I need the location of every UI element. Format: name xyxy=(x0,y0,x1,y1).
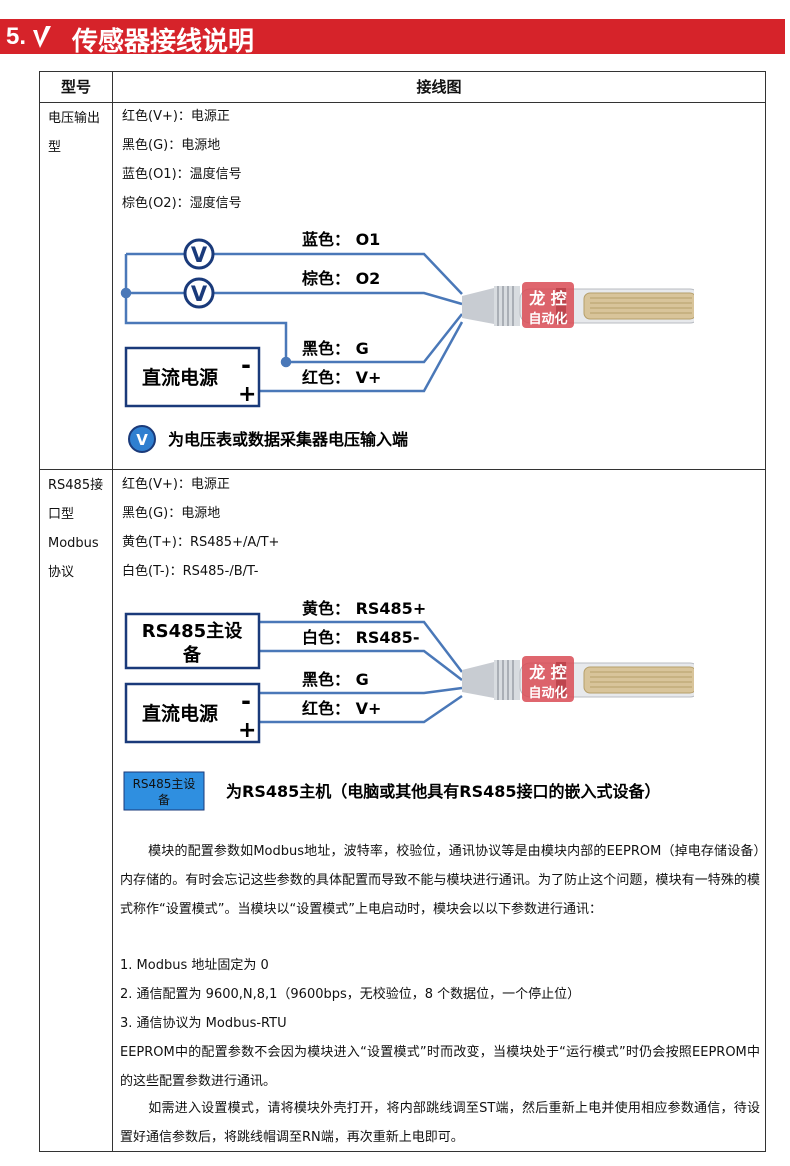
master-line2: 备 xyxy=(182,644,202,666)
section-title: 传感器接线说明 xyxy=(72,27,255,57)
voltmeter-icon xyxy=(183,238,215,270)
section-number: 5. xyxy=(6,23,27,50)
legend-text: 为电压表或数据采集器电压输入端 xyxy=(168,430,408,449)
wire-line: 黄色(T+)：RS485+/A/T+ xyxy=(122,535,280,550)
note-item-2: 2. 通信配置为 9600,N,8,1（9600bps，无校验位，8 个数据位，… xyxy=(120,987,581,1002)
note-paragraph-1: 模块的配置参数如Modbus地址，波特率，校验位，通讯协议等是由模块内部的EEP… xyxy=(120,844,760,917)
header-divider xyxy=(40,102,765,103)
brand-logo-bottom: 自动化 xyxy=(528,685,567,701)
psu-label: 直流电源 xyxy=(142,702,218,725)
sensor-probe-icon xyxy=(462,282,694,328)
wire-line: 白色(T-)：RS485-/B/T- xyxy=(122,564,259,579)
header-diagram: 接线图 xyxy=(416,78,462,96)
model-rs485-line: RS485接 xyxy=(48,478,104,493)
brand-logo-bottom: 自动化 xyxy=(528,311,567,327)
label-black: 黑色： G xyxy=(302,670,369,689)
label-white: 白色： RS485- xyxy=(302,628,419,647)
psu-label: 直流电源 xyxy=(142,366,218,389)
note-paragraph-2: EEPROM中的配置参数不会因为模块进入“设置模式”时而改变，当模块处于“运行模… xyxy=(120,1045,760,1089)
label-blue: 蓝色： O1 xyxy=(302,230,380,249)
model-rs485-line: 口型 xyxy=(48,507,75,522)
legend-master-box xyxy=(123,771,205,811)
brand-logo-top: 龙 控 xyxy=(528,663,567,682)
wire-line: 红色(V+)：电源正 xyxy=(122,477,230,492)
check-mark-icon xyxy=(33,26,51,48)
label-red: 红色： V+ xyxy=(302,699,381,718)
model-rs485-line: 协议 xyxy=(48,565,75,580)
wire-line: 红色(V+)：电源正 xyxy=(122,109,230,124)
psu-minus: - xyxy=(241,687,251,715)
label-black: 黑色： G xyxy=(302,339,369,358)
sensor-probe-icon xyxy=(462,656,694,702)
voltmeter-icon xyxy=(183,277,215,309)
legend-symbol: V xyxy=(136,431,148,449)
psu-plus: + xyxy=(238,382,256,407)
legend-voltmeter-icon xyxy=(128,425,156,453)
legend-text: 为RS485主机（电脑或其他具有RS485接口的嵌入式设备） xyxy=(226,782,661,801)
wire-line: 黑色(G)：电源地 xyxy=(122,506,221,521)
section-banner: 5. 传感器接线说明 xyxy=(0,19,785,57)
row-divider xyxy=(40,469,765,470)
psu-plus: + xyxy=(238,718,256,743)
power-supply-box xyxy=(124,682,261,744)
note-paragraph-3: 如需进入设置模式，请将模块外壳打开，将内部跳线调至ST端，然后重新上电并使用相应… xyxy=(120,1101,760,1145)
label-red: 红色： V+ xyxy=(302,368,381,387)
label-brown: 棕色： O2 xyxy=(302,269,380,288)
note-item-1: 1. Modbus 地址固定为 0 xyxy=(120,958,269,973)
wiring-table: 型号 接线图 电压输出型 红色(V+)：电源正 黑色(G)：电源地 蓝色(O1)… xyxy=(39,71,766,1152)
note-item-3: 3. 通信协议为 Modbus-RTU xyxy=(120,1016,287,1031)
legend-box-line1: RS485主设 xyxy=(133,777,196,791)
header-model: 型号 xyxy=(60,78,91,96)
master-line1: RS485主设 xyxy=(142,620,242,642)
brand-logo-top: 龙 控 xyxy=(528,289,567,308)
wire-line: 蓝色(O1)：温度信号 xyxy=(122,167,242,182)
column-divider xyxy=(112,72,113,1151)
legend-box-line2: 备 xyxy=(158,793,170,807)
wire-line: 黑色(G)：电源地 xyxy=(122,138,221,153)
power-supply-box xyxy=(124,346,261,408)
wire-line: 棕色(O2)：湿度信号 xyxy=(122,196,242,211)
psu-minus: - xyxy=(241,351,251,379)
label-yellow: 黄色： RS485+ xyxy=(302,599,426,618)
model-rs485-line: Modbus xyxy=(48,536,99,551)
rs485-master-box xyxy=(124,612,261,670)
voltage-wiring-diagram: V V 蓝色： O1 棕色： O2 黑色： G 红色： V+ 直流电源 - + xyxy=(120,230,694,453)
meter-symbol: V xyxy=(191,243,208,267)
model-voltage: 电压输出型 xyxy=(48,111,101,155)
meter-symbol: V xyxy=(191,282,208,306)
rs485-wiring-diagram: RS485主设 备 黄色： RS485+ 白色： RS485- 黑色： G 红色… xyxy=(123,599,694,811)
